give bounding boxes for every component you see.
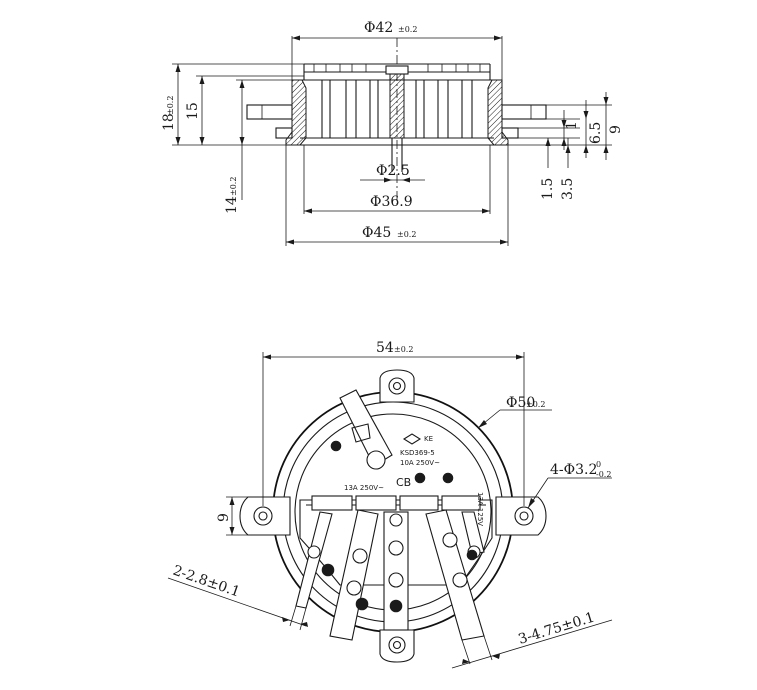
rating-1-text: 10A 250V~ [400,459,440,467]
right-ear [495,496,547,536]
dim-right-3-5-label: 3.5 [560,178,576,200]
bottom-ear [379,629,415,663]
dim-holes: 4-Φ3.2 0 -0.2 [527,460,612,509]
rating-2-text: 13A 250V~ [344,484,384,492]
dim-center-hole-label: Φ2.5 [376,163,410,179]
logo-text: KE [424,435,433,443]
dim-height-total-tol: ±0.2 [166,96,175,115]
dim-holes-label: 4-Φ3.2 [550,462,597,478]
dim-top-diameter: Φ42 ±0.2 [291,20,503,80]
dim-terminal-2-8-label: 2-2.8±0.1 [171,563,242,601]
dim-holes-tol-upper: 0 [596,460,601,469]
dim-height-inner-label: 15 [185,102,201,120]
side-view: Φ42 ±0.2 Φ2.5 Φ36.9 Φ45 ±0.2 [161,20,624,246]
dim-inner-diameter: Φ36.9 [303,145,491,214]
dim-width-54: 54 ±0.2 [262,340,525,506]
dim-height-14-tol: ±0.2 [229,177,238,196]
dim-height-total-label: 18 [161,113,177,131]
markings: KE KSD369-5 10A 250V~ 13A 250V~ CB 13A 1… [344,433,484,526]
dim-right-1-5-label: 1.5 [540,178,556,200]
bottom-view: KE KSD369-5 10A 250V~ 13A 250V~ CB 13A 1… [167,340,613,669]
top-bracket [321,389,478,611]
dim-left-9-label: 9 [216,513,232,522]
right-dims: 9 6.5 1 1.5 3.5 [508,92,624,200]
dim-diameter-50: Φ50 ±0.2 [477,395,552,429]
dim-height-inner: 15 [185,75,304,145]
dim-diameter-50-label: Φ50 [506,395,535,411]
dim-height-total: 18 ±0.2 [161,63,304,146]
terminal-block [299,495,493,586]
dim-height-14: 14 ±0.2 [224,79,292,214]
dim-terminal-2-8: 2-2.8±0.1 [167,563,308,631]
logo-icon [402,433,422,445]
terminal-left-small [295,511,333,609]
dim-width-54-tol: ±0.2 [394,345,413,354]
top-ear [379,369,415,403]
dim-center-hole: Φ2.5 [360,163,425,183]
terminal-left-wide [329,509,379,641]
dim-top-diameter-tol: ±0.2 [398,25,417,34]
dim-base-diameter: Φ45 ±0.2 [285,145,509,246]
terminal-center [383,511,409,631]
dim-base-diameter-label: Φ45 [362,225,391,241]
left-ear [239,496,291,536]
dim-base-diameter-tol: ±0.2 [397,230,416,239]
dim-holes-tol-lower: -0.2 [596,470,611,479]
dim-inner-diameter-label: Φ36.9 [370,194,413,210]
housing-body [285,63,509,172]
right-flange [501,104,547,139]
dim-diameter-50-tol: ±0.2 [526,400,545,409]
dim-height-14-label: 14 [224,196,240,214]
rating-3-text: 13A 125V [476,492,484,526]
dim-width-54-label: 54 [376,340,394,356]
dim-right-9-label: 9 [608,125,624,134]
dim-left-9: 9 [216,496,290,536]
model-text: KSD369-5 [400,449,435,457]
cb-mark: CB [396,476,411,489]
dim-right-6-5-label: 6.5 [588,122,604,144]
left-flange [246,104,293,139]
dim-top-diameter-label: Φ42 [364,20,393,36]
dim-right-1-label: 1 [564,121,580,130]
